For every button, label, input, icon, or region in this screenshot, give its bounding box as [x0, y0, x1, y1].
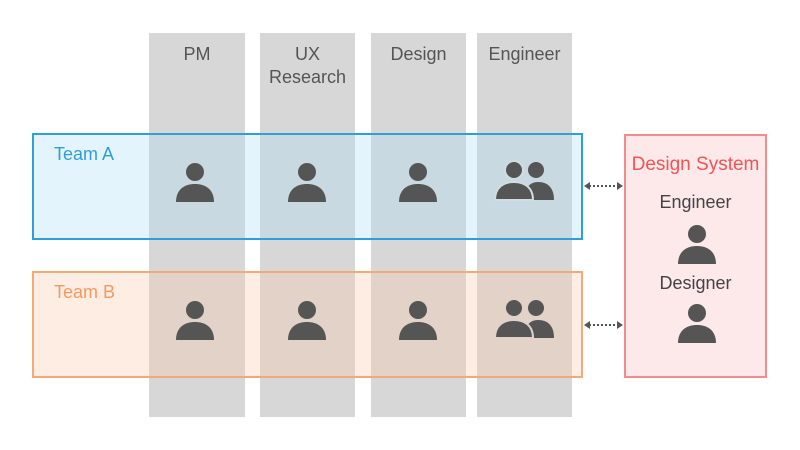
- column-design: Design: [371, 33, 466, 417]
- column-engineer: Engineer: [477, 33, 572, 417]
- person-icon: [285, 160, 329, 204]
- column-label-pm: PM: [183, 44, 211, 64]
- design-system-title: Design System: [631, 154, 760, 175]
- person-icon: [285, 298, 329, 342]
- column-label-ux-research: UX Research: [268, 44, 347, 87]
- column-label-design: Design: [390, 44, 447, 64]
- team-b-connector: [583, 318, 624, 332]
- person-icon: [396, 160, 440, 204]
- column-label-engineer: Engineer: [488, 44, 561, 64]
- design-system-role-designer: Designer: [659, 273, 732, 293]
- group-icon: [494, 296, 556, 340]
- column-pm: PM: [149, 33, 245, 417]
- team-b-label: Team B: [54, 282, 116, 302]
- person-icon: [173, 160, 217, 204]
- team-a-connector: [583, 179, 624, 193]
- person-icon: [675, 222, 719, 266]
- group-icon: [494, 158, 556, 202]
- team-a-label: Team A: [54, 144, 115, 164]
- column-ux-research: UX Research: [260, 33, 355, 417]
- design-system-box: Design System Engineer Designer: [624, 134, 767, 378]
- team-b-row: Team B: [32, 271, 583, 378]
- design-system-role-engineer: Engineer: [659, 192, 732, 212]
- person-icon: [675, 301, 719, 345]
- person-icon: [173, 298, 217, 342]
- person-icon: [396, 298, 440, 342]
